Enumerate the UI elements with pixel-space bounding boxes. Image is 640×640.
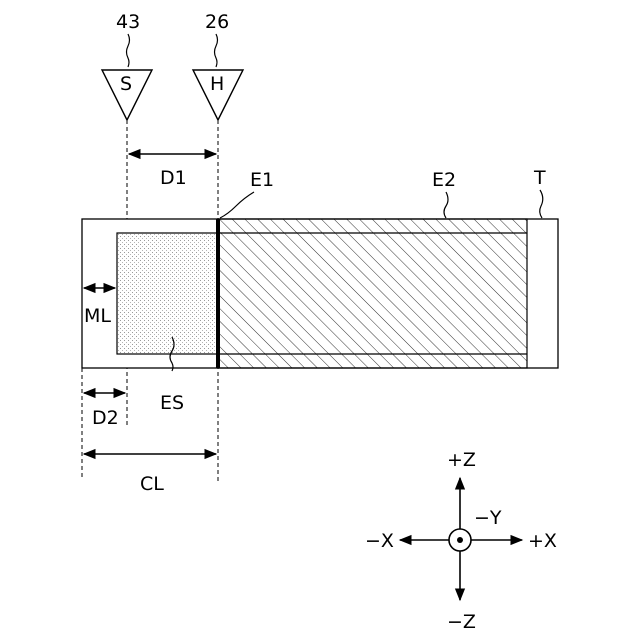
e1-label: E1: [250, 169, 274, 191]
sensor-label: S: [120, 73, 132, 95]
ml-label: ML: [84, 305, 111, 327]
d2-label: D2: [92, 407, 119, 429]
t-label: T: [533, 167, 546, 189]
e2-label: E2: [432, 169, 456, 191]
minus-y-label: −Y: [474, 507, 502, 529]
t-leader-line: [540, 190, 543, 218]
es-stippled-region: [117, 233, 218, 354]
d1-label: D1: [160, 167, 187, 189]
plus-z-label: +Z: [447, 449, 476, 471]
head-leader-line: [215, 34, 218, 67]
head-triangle: H: [193, 70, 243, 120]
minus-z-label: −Z: [447, 611, 476, 633]
minus-x-label: −X: [365, 530, 394, 552]
e2-leader-line: [444, 192, 448, 218]
plus-x-label: +X: [528, 530, 557, 552]
cl-label: CL: [140, 473, 164, 495]
y-axis-dot: [457, 537, 463, 543]
sensor-leader-line: [127, 34, 130, 67]
head-reference-number: 26: [205, 11, 229, 33]
sensor-reference-number: 43: [116, 11, 140, 33]
es-label: ES: [160, 392, 184, 414]
e2-hatched-region: [218, 219, 527, 368]
sensor-triangle: S: [102, 70, 152, 120]
e1-leader-line: [220, 192, 254, 218]
head-label: H: [210, 73, 224, 95]
coordinate-axes: +Z −Z +X −X −Y: [365, 449, 557, 633]
